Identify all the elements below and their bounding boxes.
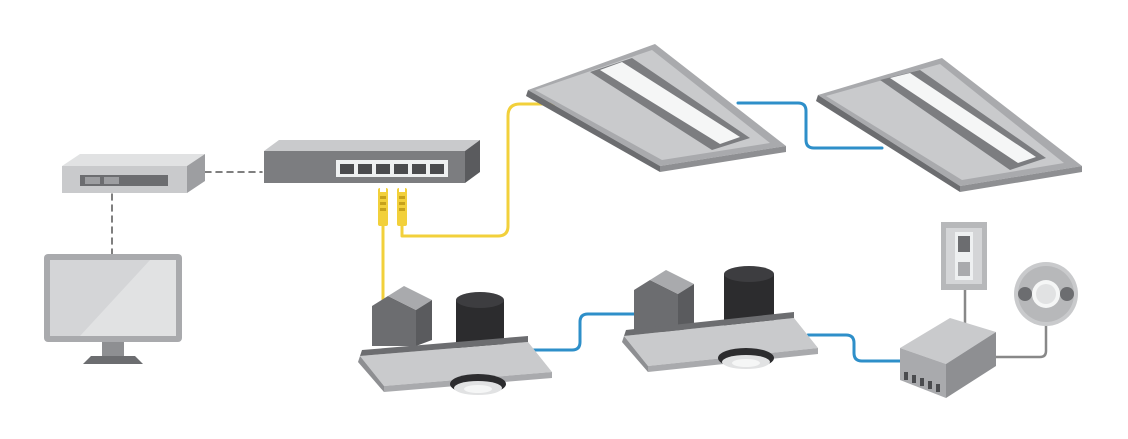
bus-troffer1-troffer2 — [736, 101, 884, 150]
occupancy-sensor-icon — [1014, 262, 1078, 326]
bus-downlight1-downlight2 — [526, 312, 636, 352]
ethernet-connector-icon — [378, 188, 388, 226]
switch-ports — [336, 160, 448, 177]
ethernet-connector-icon — [397, 188, 407, 226]
led-troffer-icon — [526, 44, 786, 172]
router-icon — [62, 154, 205, 193]
bus-downlight2-gateway — [806, 333, 904, 363]
wall-switch-icon — [941, 222, 987, 290]
led-troffer-icon — [816, 58, 1082, 192]
ethernet-switch-troffer — [400, 102, 564, 238]
connections — [111, 101, 1048, 363]
monitor-icon — [44, 254, 182, 364]
wire-gateway-sensor — [991, 320, 1048, 359]
gateway-box-icon — [900, 318, 996, 398]
network-switch-icon — [264, 140, 480, 226]
recessed-downlight-icon — [358, 286, 552, 395]
recessed-downlight-icon — [622, 266, 818, 372]
